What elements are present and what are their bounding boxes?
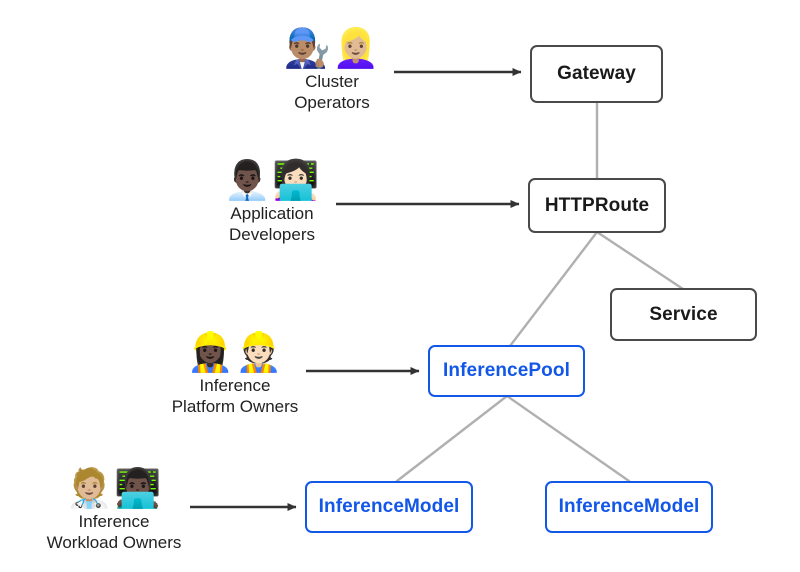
node-inferencemodel-right[interactable]: InferenceModel [545, 481, 713, 533]
edge-inferencepool-model-left [395, 394, 509, 483]
health-worker-and-technologist-emoji: 🧑🏼‍⚕️👨🏿‍💻 [65, 466, 163, 510]
persona-cluster-operators: 👨🏽‍🔧👱🏼‍♀️ Cluster Operators [268, 26, 396, 113]
persona-application-developers: 👨🏿‍💼👩🏻‍💻 Application Developers [207, 158, 337, 245]
edge-httproute-inferencepool [508, 230, 599, 348]
node-inferencepool[interactable]: InferencePool [428, 345, 585, 397]
node-service[interactable]: Service [610, 288, 757, 341]
persona-inference-platform-owners: 👷🏿‍♀️👷🏻 Inference Platform Owners [160, 330, 310, 417]
persona-label: Application Developers [229, 204, 315, 244]
node-inferencemodel-left[interactable]: InferenceModel [305, 481, 473, 533]
persona-inference-workload-owners: 🧑🏼‍⚕️👨🏿‍💻 Inference Workload Owners [34, 466, 194, 553]
persona-label: Cluster Operators [294, 72, 370, 112]
edge-httproute-service [595, 230, 685, 291]
mechanics-emoji: 👨🏽‍🔧👱🏼‍♀️ [283, 26, 381, 70]
office-worker-and-technologist-emoji: 👨🏿‍💼👩🏻‍💻 [223, 158, 321, 202]
node-gateway[interactable]: Gateway [530, 45, 663, 103]
persona-label: Inference Workload Owners [46, 512, 182, 552]
construction-workers-emoji: 👷🏿‍♀️👷🏻 [186, 330, 284, 374]
edge-inferencepool-model-right [505, 394, 631, 483]
persona-label: Inference Platform Owners [171, 376, 299, 416]
node-httproute[interactable]: HTTPRoute [528, 178, 666, 233]
